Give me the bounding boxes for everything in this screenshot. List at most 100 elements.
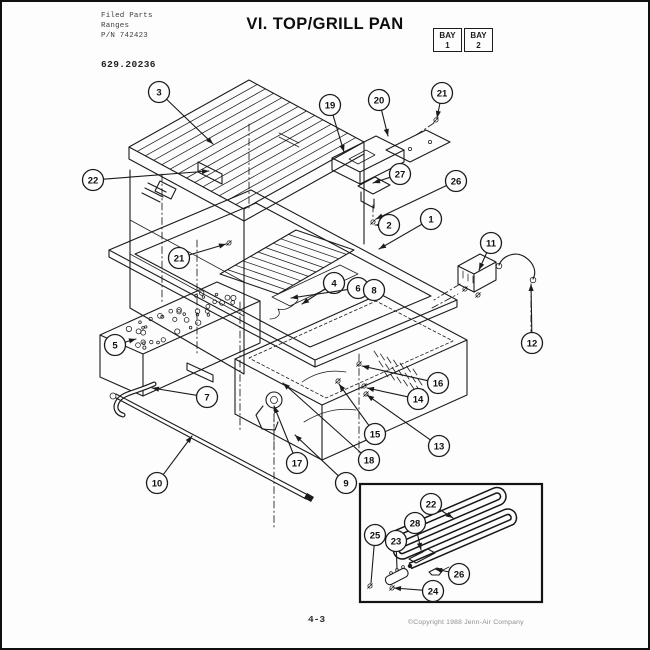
callout-12: 12 (520, 283, 544, 355)
svg-text:24: 24 (428, 586, 439, 597)
callout-8: 8 (362, 278, 386, 302)
svg-text:9: 9 (343, 478, 348, 489)
svg-text:21: 21 (437, 88, 448, 99)
svg-text:26: 26 (454, 569, 465, 580)
doc-line-1: Filed Parts (101, 12, 153, 20)
document-info: Filed Parts Ranges P/N 742423 (101, 12, 153, 41)
callout-17: 17 (273, 405, 309, 475)
svg-text:21: 21 (174, 253, 185, 264)
svg-text:26: 26 (451, 176, 462, 187)
bay-2-number: 2 (476, 40, 481, 50)
doc-line-2: Ranges (101, 21, 130, 30)
svg-text:12: 12 (527, 338, 538, 349)
model-number: 629.20236 (101, 59, 156, 70)
callout-3: 3 (147, 80, 214, 145)
svg-text:11: 11 (486, 238, 497, 249)
callout-9: 9 (294, 434, 358, 495)
page-number: 4-3 (308, 614, 326, 625)
svg-text:14: 14 (413, 394, 424, 405)
callout-4: 4 (301, 271, 346, 305)
callout-1: 1 (378, 207, 443, 250)
callout-21: 21 (430, 81, 454, 119)
svg-text:18: 18 (364, 455, 375, 466)
svg-text:1: 1 (428, 214, 434, 225)
callout-19: 19 (318, 93, 345, 153)
burner-tube (113, 381, 157, 418)
svg-text:25: 25 (370, 530, 381, 541)
bay-index-table: BAY 1 BAY 2 (433, 28, 495, 52)
callout-28: 28 (403, 511, 427, 551)
callout-21: 21 (167, 243, 227, 270)
screw-glyph (367, 583, 373, 589)
svg-text:2: 2 (386, 220, 391, 231)
svg-text:6: 6 (355, 283, 360, 294)
svg-text:5: 5 (112, 340, 118, 351)
bay-2-cell: BAY 2 (464, 28, 493, 52)
element-mounting-block (384, 565, 409, 586)
callout-18: 18 (282, 382, 381, 472)
svg-text:19: 19 (325, 100, 336, 111)
callout-14: 14 (366, 386, 430, 411)
construction-lines (161, 122, 532, 531)
wire-bracket (495, 253, 537, 284)
callout-22: 22 (419, 492, 454, 519)
bay-1-cell: BAY 1 (433, 28, 462, 52)
svg-text:28: 28 (410, 518, 421, 529)
callout-22: 22 (81, 168, 210, 192)
svg-text:13: 13 (434, 441, 445, 452)
svg-text:20: 20 (374, 95, 385, 106)
receptacle-block (457, 253, 497, 293)
svg-text:8: 8 (371, 285, 376, 296)
screw-glyph (363, 391, 369, 397)
screw-glyph (361, 383, 367, 389)
support-rod (109, 392, 314, 502)
svg-text:4: 4 (331, 278, 337, 289)
svg-text:22: 22 (426, 499, 437, 510)
control-housing (331, 129, 451, 209)
screw-glyph (356, 361, 362, 367)
top-pan-frame (108, 189, 458, 368)
svg-text:23: 23 (391, 536, 402, 547)
callout-27: 27 (372, 162, 412, 186)
element-terminal-bracket (408, 548, 436, 564)
svg-text:27: 27 (395, 169, 406, 180)
screw-glyph (462, 286, 468, 292)
callout-10: 10 (145, 435, 193, 495)
callout-23: 23 (384, 529, 408, 570)
svg-text:22: 22 (88, 175, 99, 186)
screw-glyph (335, 378, 341, 384)
callout-2: 2 (374, 213, 401, 237)
callout-15: 15 (338, 383, 387, 446)
callout-5: 5 (103, 333, 137, 357)
page-title: VI. TOP/GRILL PAN (246, 15, 404, 33)
screw-glyph (433, 117, 439, 123)
screw-glyph (370, 219, 376, 225)
grill-grate (128, 79, 365, 222)
grill-burner-element (219, 229, 359, 320)
svg-text:7: 7 (204, 392, 209, 403)
svg-text:10: 10 (152, 478, 163, 489)
callout-26: 26 (375, 169, 468, 220)
svg-text:15: 15 (370, 429, 381, 440)
callout-26: 26 (434, 562, 471, 586)
bay-1-number: 1 (445, 40, 450, 50)
svg-text:16: 16 (433, 378, 444, 389)
callout-13: 13 (366, 394, 451, 458)
svg-text:3: 3 (156, 87, 161, 98)
callout-7: 7 (151, 385, 219, 409)
screw-fasteners (226, 117, 481, 591)
callout-24: 24 (393, 579, 445, 603)
screw-glyph (475, 292, 481, 298)
callout-11: 11 (478, 231, 503, 271)
doc-line-3: P/N 742423 (101, 31, 149, 40)
svg-text:17: 17 (292, 458, 303, 469)
screw-glyph (226, 240, 232, 246)
callout-20: 20 (367, 88, 391, 137)
copyright-line: ©Copyright 1988 Jenn-Air Company (408, 619, 524, 626)
rock-basket (99, 281, 261, 397)
callout-25: 25 (363, 523, 387, 584)
bay-1-label: BAY (439, 31, 456, 40)
